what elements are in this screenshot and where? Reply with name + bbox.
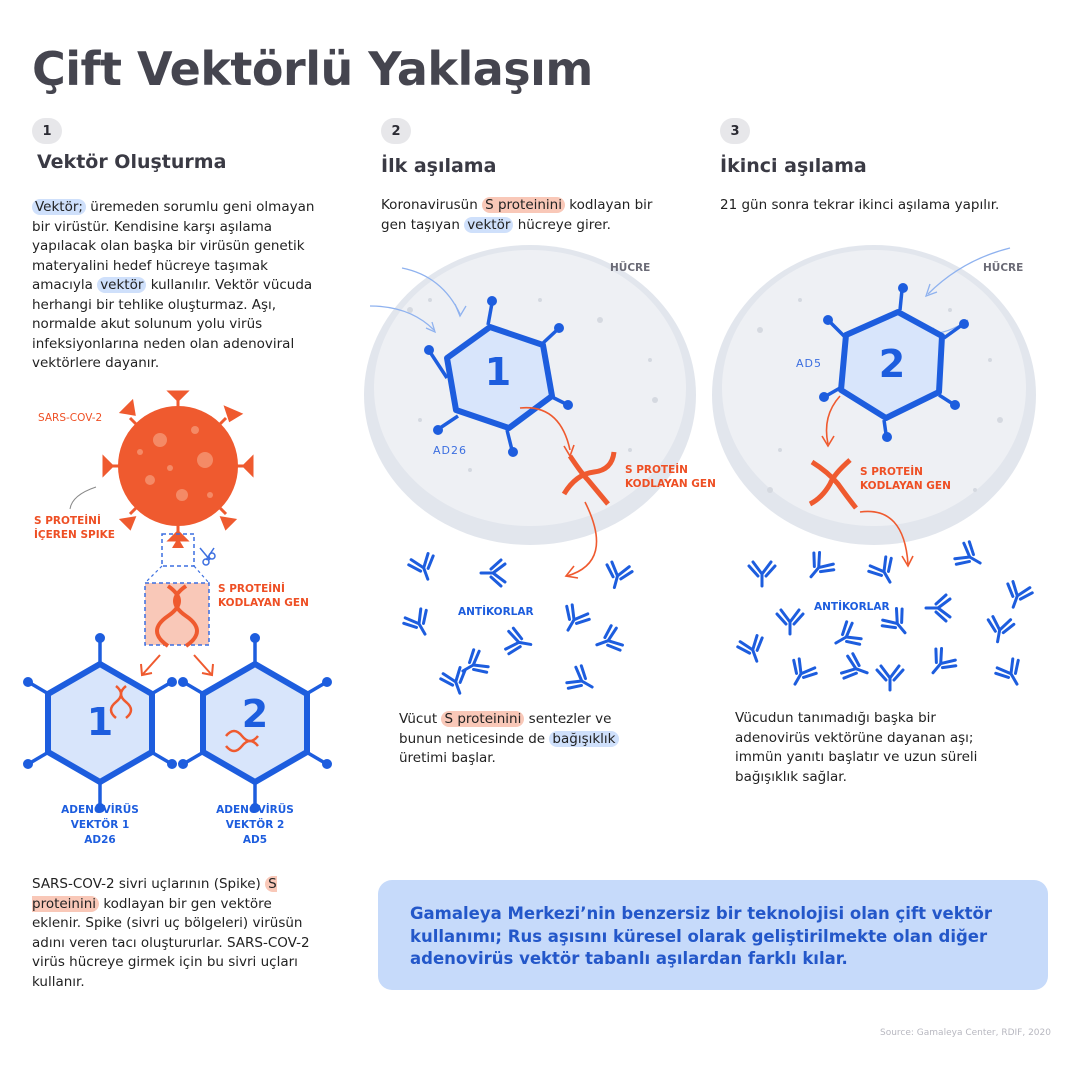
antibody-icon: [461, 648, 490, 674]
antibody-icon: [834, 620, 863, 646]
antibody-icon: [504, 626, 533, 656]
scissors-icon: [199, 547, 216, 566]
antibody-icon: [747, 560, 777, 588]
step-2-text-segment: kodlayan bir gen taşıyan: [381, 197, 653, 233]
step-3-number: 3: [720, 118, 750, 144]
step-1-text-segment: kullanılır. Vektör vücuda herhangi bir t…: [32, 277, 313, 371]
antibody-icon: [605, 560, 634, 590]
antibody-icon: [565, 603, 591, 632]
step-2-bottom-segment: Vücut: [399, 711, 442, 727]
step-2-text-segment: vektör: [464, 216, 514, 233]
antibody-icon: [595, 624, 624, 652]
antibodies-2: [402, 552, 634, 695]
step-1-bottom-segment: kodlayan bir gen vektöre eklenir. Spike …: [32, 895, 310, 990]
sars-cov-2-label: SARS-COV-2: [38, 412, 103, 424]
vector-label-ad5: AD5: [796, 357, 822, 370]
gene-flow-arrows-3: [821, 395, 914, 568]
vector-label-ad26: AD26: [433, 444, 467, 457]
vector-number-3: 2: [878, 342, 906, 386]
antibody-icon: [986, 615, 1016, 644]
step-3-bottom-segment: Vücudun tanımadığı başka bir adenovirüs …: [735, 710, 978, 785]
step-2-text-segment: Koronavirusün: [381, 197, 483, 213]
antibody-icon: [792, 657, 818, 686]
banner-text: Gamaleya Merkezi’nin benzersiz bir tekno…: [410, 904, 993, 968]
step-2-number: 2: [381, 118, 411, 144]
entry-arrows-2: [369, 267, 467, 334]
step-1-heading: Vektör Oluşturma: [37, 151, 227, 173]
antibody-icon: [1006, 580, 1034, 609]
antibody-icon: [994, 657, 1020, 686]
antibodies-3: [736, 540, 1034, 692]
banner-box: [378, 880, 1048, 990]
step-3-text-segment: 21 gün sonra tekrar ikinci aşılama yapıl…: [720, 197, 1000, 213]
antibody-icon: [875, 664, 905, 692]
vector-number-2: 1: [484, 350, 512, 394]
step-1-number: 1: [32, 118, 62, 144]
step-2-description: Koronavirusün S proteinini kodlayan bir …: [381, 196, 667, 235]
step-1-bottom-text: SARS-COV-2 sivri uçlarının (Spike) S pro…: [32, 875, 316, 992]
cell-label-2: HÜCRE: [610, 262, 651, 274]
step-3-heading: İkinci aşılama: [720, 155, 867, 177]
step-2-bottom-segment: bağışıklık: [549, 730, 619, 747]
gene-icon-3: [808, 458, 858, 510]
spike-selection-box: [144, 533, 210, 584]
page-title: Çift Vektörlü Yaklaşım: [32, 42, 593, 96]
vector-2-icon: [178, 633, 332, 813]
antibody-icon: [402, 607, 428, 636]
antibody-label-3: ANTİKORLAR: [814, 601, 890, 613]
antibody-icon: [880, 607, 907, 635]
step-1-bottom-segment: SARS-COV-2 sivri uçlarının (Spike): [32, 876, 266, 892]
split-arrows: [140, 654, 214, 677]
step-1-text-segment: Vektör;: [32, 199, 86, 215]
step-1-description: Vektör; üremeden sorumlu geni olmayan bi…: [32, 198, 324, 374]
source-note: Source: Gamaleya Center, RDIF, 2020: [880, 1028, 1051, 1038]
step-2-bottom-segment: S proteinini: [441, 711, 525, 727]
antibody-icon: [924, 593, 952, 623]
vector-2-number: 2: [241, 692, 269, 736]
gene-box: [144, 582, 210, 648]
antibody-icon: [953, 540, 982, 566]
antibody-icon: [867, 555, 893, 584]
sars-cov-2-virus-icon: [69, 390, 254, 542]
antibody-icon: [809, 551, 836, 579]
antibody-icon: [775, 608, 805, 636]
step-2-text-segment: hücreye girer.: [513, 216, 611, 233]
antibody-icon: [931, 647, 958, 675]
vector-ad26-icon: [424, 296, 573, 457]
antibody-icon: [407, 552, 435, 581]
cell-label-3: HÜCRE: [983, 262, 1024, 274]
antibody-icon: [736, 634, 764, 663]
step-2-bottom-text: Vücut S proteinini sentezler ve bunun ne…: [399, 710, 649, 769]
step-1-text-segment: üremeden sorumlu geni olmayan bir virüst…: [32, 199, 315, 293]
step-2-text-segment: S proteinini: [482, 197, 565, 213]
antibody-icon: [840, 652, 869, 680]
step-1-text-segment: vektör: [97, 277, 147, 293]
step-2-bottom-segment: sentezler ve bunun neticesinde de: [399, 711, 612, 747]
antibody-icon: [479, 558, 507, 588]
gene-icon-2: [561, 451, 617, 506]
antibody-label-2: ANTİKORLAR: [458, 606, 534, 618]
vector-1-number: 1: [86, 700, 114, 744]
antibody-icon: [565, 664, 594, 690]
step-3-description: 21 gün sonra tekrar ikinci aşılama yapıl…: [720, 196, 1020, 216]
step-3-bottom-text: Vücudun tanımadığı başka bir adenovirüs …: [735, 709, 1005, 787]
vector-ad5-icon: [819, 283, 969, 442]
step-2-heading: İlk aşılama: [381, 155, 497, 177]
antibody-icon: [439, 666, 467, 695]
step-2-bottom-segment: üretimi başlar.: [399, 750, 496, 766]
vector-1-icon: [23, 633, 177, 813]
